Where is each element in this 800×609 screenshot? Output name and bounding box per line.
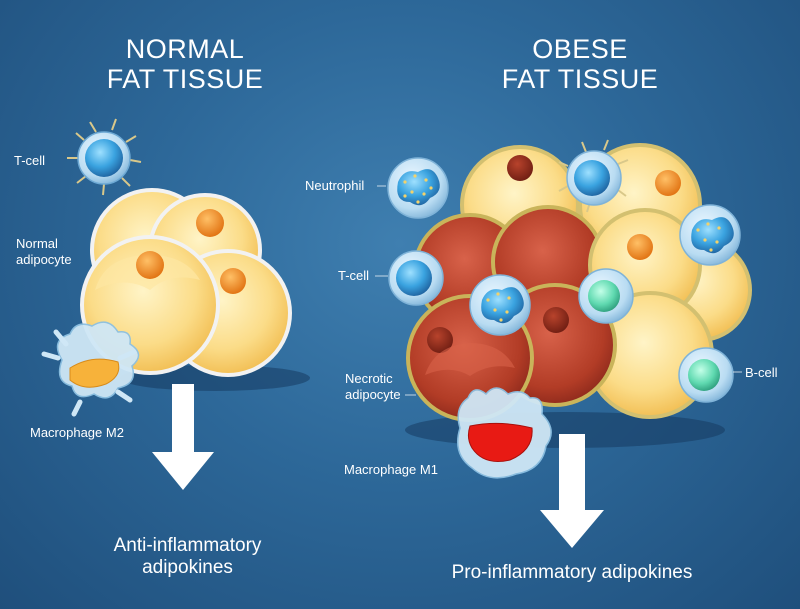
anti-inflammatory-caption: Anti-inflammatory adipokines [80,535,295,579]
b-cell-label: B-cell [745,365,778,380]
normal-output-arrow-icon [152,384,214,490]
normal-adipocyte-label-line2: adipocyte [16,252,72,267]
necrotic-adipocyte-label: Necrotic adipocyte [345,371,401,403]
obese-output-arrow-icon [540,434,604,548]
normal-title-line2: FAT TISSUE [106,64,264,94]
neutrophil-icon-2 [469,274,531,336]
normal-adipocyte-cluster-icon [80,188,292,377]
macrophage-m2-icon [41,321,140,417]
normal-t-cell-icon [67,118,142,196]
b-cell-icon [578,268,634,324]
obese-t-cell-label: T-cell [338,268,370,283]
neutrophil-label: Neutrophil [305,178,365,193]
necrotic-adipocyte-label-line1: Necrotic [345,371,393,386]
obese-tissue-illustration [375,139,752,548]
macrophage-m1-label: Macrophage M1 [344,462,438,477]
macrophage-m1-icon [457,387,552,479]
normal-title: NORMAL FAT TISSUE [95,34,275,94]
obese-t-cell-icon [388,250,444,306]
normal-t-cell-label: T-cell [14,153,46,168]
obese-t-cell-icon-2 [558,139,629,213]
anti-inflammatory-caption-line1: Anti-inflammatory [113,535,262,556]
neutrophil-icon [387,157,449,219]
obese-title-line1: OBESE [532,34,628,64]
neutrophil-icon-3 [679,204,741,266]
necrotic-adipocyte-label-line2: adipocyte [345,387,401,402]
normal-adipocyte-label: Normal adipocyte [16,236,72,268]
normal-tissue-illustration [41,118,310,490]
obese-title: OBESE FAT TISSUE [490,34,670,94]
macrophage-m2-label: Macrophage M2 [30,425,124,440]
anti-inflammatory-caption-line2: adipokines [142,557,233,578]
normal-adipocyte-label-line1: Normal [16,236,58,251]
normal-title-line1: NORMAL [125,34,245,64]
obese-title-line2: FAT TISSUE [501,64,659,94]
b-cell-icon-2 [678,347,734,403]
pro-inflammatory-caption: Pro-inflammatory adipokines [451,562,693,583]
